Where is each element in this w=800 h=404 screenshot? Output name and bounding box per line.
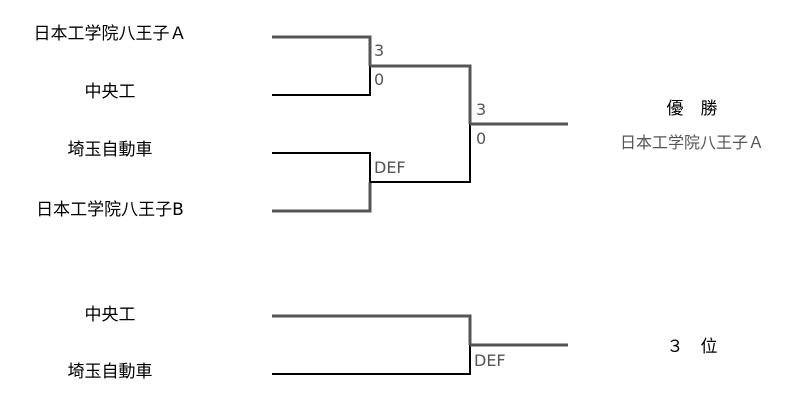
bracket-line-sf1-winner [370,64,472,124]
bracket-line-team1 [272,35,372,66]
sf1-top-score: 3 [374,41,385,60]
champion-team: 日本工学院八王子Ａ [619,133,764,152]
final-top-score: 3 [476,100,487,119]
final-bottom-score: 0 [476,129,487,148]
bracket-line-third-team2 [272,345,471,375]
bracket-line-team3 [272,152,371,182]
bracket-line-sf2-result [370,124,471,183]
sf2-result: DEF [374,158,406,177]
bracket-line-third-team1 [272,314,472,345]
team-name-3: 埼玉自動車 [67,140,153,160]
champion-label: 優 勝 [666,99,718,119]
bracket-line-team2 [272,66,371,96]
bracket-line-team4 [272,182,372,213]
team-name-4: 日本工学院八王子B [36,200,184,220]
third-place-result: DEF [474,351,506,370]
third-place-label: ３ 位 [666,337,718,357]
team-name-2: 中央工 [84,82,136,102]
team-name-1: 日本工学院八王子Ａ [33,24,187,44]
third-place-team-1: 中央工 [84,305,136,325]
sf1-bottom-score: 0 [374,70,385,89]
third-place-team-2: 埼玉自動車 [67,362,153,382]
